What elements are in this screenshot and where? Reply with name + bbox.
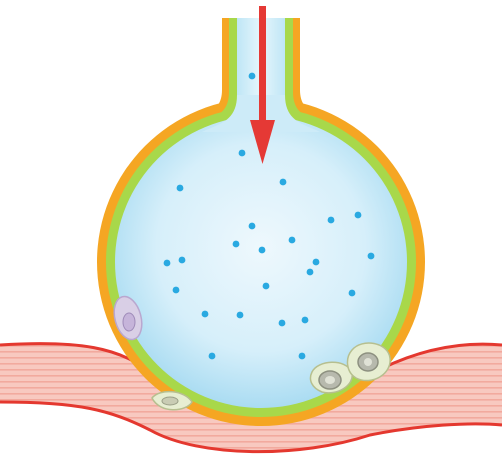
particle-dot (349, 290, 356, 297)
particle-dot (237, 312, 244, 319)
particle-dot (289, 237, 296, 244)
particle-dot (249, 73, 256, 80)
particle-dot (313, 259, 320, 266)
particle-dot (355, 212, 362, 219)
particle-dot (164, 260, 171, 267)
particle-dot (307, 269, 314, 276)
particle-dot (299, 353, 306, 360)
particle-dot (328, 217, 335, 224)
particle-dot (202, 311, 209, 318)
particle-dot (177, 185, 184, 192)
particle-dot (368, 253, 375, 260)
particle-dot (179, 257, 186, 264)
particle-dot (263, 283, 270, 290)
particle-dot (209, 353, 216, 360)
cell-icon (347, 343, 390, 381)
particle-dot (302, 317, 309, 324)
particle-dot (280, 179, 287, 186)
particle-dot (259, 247, 266, 254)
particle-dot (173, 287, 180, 294)
particle-dot (239, 150, 246, 157)
particle-dot (233, 241, 240, 248)
particle-dot (249, 223, 256, 230)
particle-dot (279, 320, 286, 327)
